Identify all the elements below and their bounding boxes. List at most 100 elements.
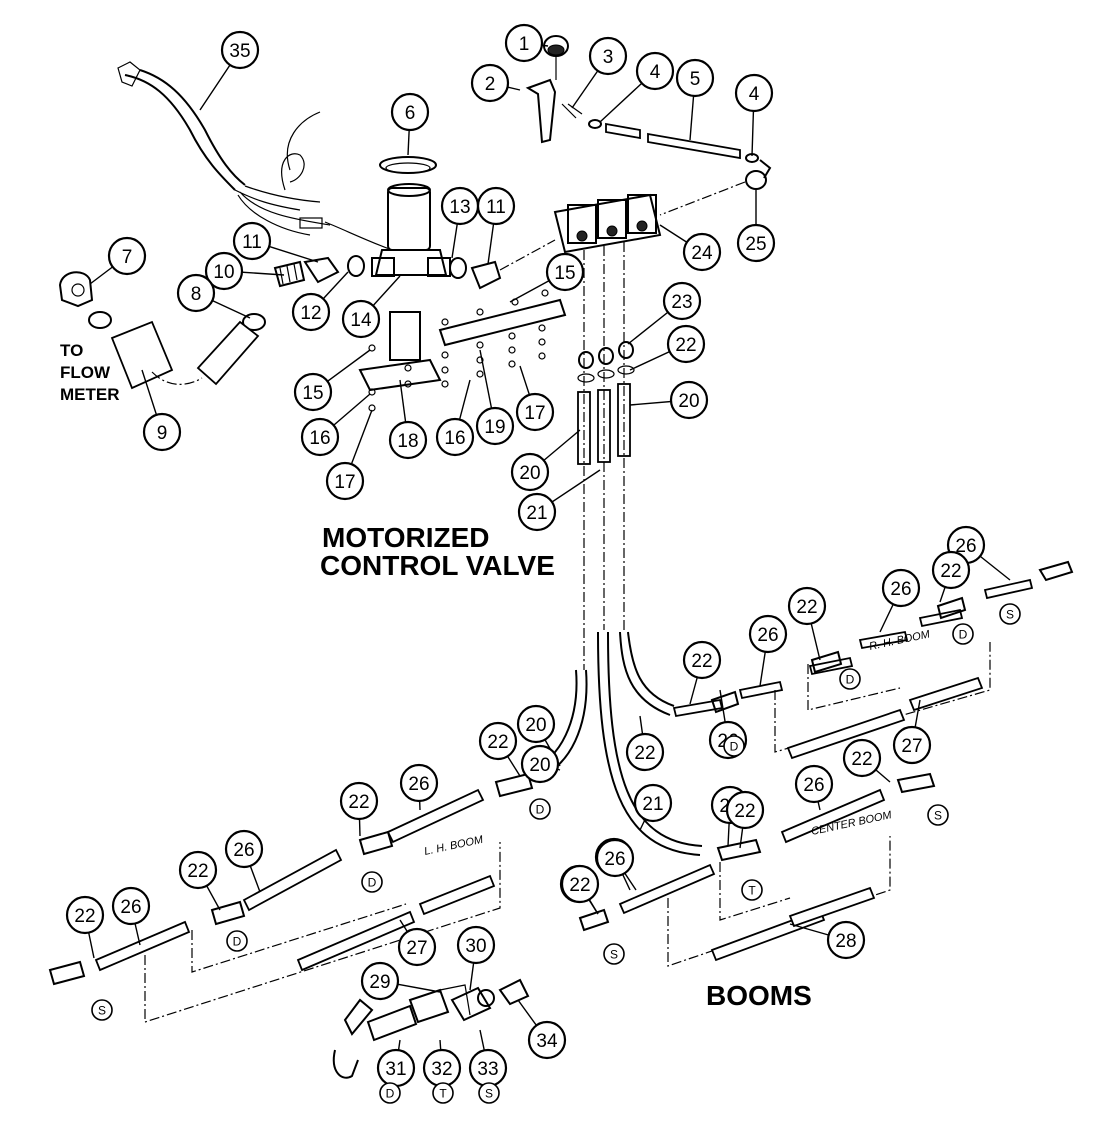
nozzle-marker-S: S (999, 603, 1021, 625)
callout-number: 16 (444, 428, 465, 449)
callout-7: 7 (89, 236, 147, 285)
callout-circle (892, 725, 932, 765)
callout-number: 15 (302, 383, 323, 404)
callout-18: 18 (388, 379, 428, 460)
callout-number: 15 (554, 263, 575, 284)
callout-27: 27 (397, 919, 437, 967)
callout-number: 9 (157, 423, 168, 444)
callout-16: 16 (435, 379, 475, 457)
marker-letter: D (959, 628, 968, 642)
callout-number: 4 (749, 84, 760, 105)
marker-circle (603, 943, 625, 965)
marker-letter: D (233, 935, 242, 949)
flow-meter-label: TO FLOW METER (60, 341, 120, 404)
callout-number: 22 (569, 875, 590, 896)
callout-26: 26 (879, 568, 921, 633)
callout-number: 6 (405, 103, 416, 124)
nozzle-marker-S: S (478, 1082, 500, 1104)
rh-boom-label: R. H. BOOM (868, 628, 932, 653)
callout-circle (293, 372, 333, 412)
callout-number: 26 (233, 840, 254, 861)
nozzle-marker-D: D (226, 930, 248, 952)
callout-circle (675, 58, 715, 98)
callout-16: 16 (300, 393, 371, 457)
nozzle-marker-D: D (952, 623, 974, 645)
callout-number: 24 (691, 243, 713, 264)
callout-number: 27 (901, 736, 922, 757)
callout-19: 19 (475, 349, 515, 446)
control-valve-title-line1: MOTORIZED (322, 522, 489, 553)
callout-circle (736, 223, 776, 263)
callout-circle (588, 36, 628, 76)
marker-circle (529, 798, 551, 820)
callout-15: 15 (509, 252, 585, 303)
callout-circle (504, 23, 544, 63)
callout-21: 21 (633, 783, 673, 831)
callout-number: 10 (213, 262, 234, 283)
callout-number: 34 (536, 1031, 558, 1052)
callout-23: 23 (627, 281, 702, 345)
callout-20: 20 (629, 380, 709, 420)
marker-letter: S (485, 1087, 493, 1101)
nozzle-marker-D: D (723, 735, 745, 757)
callout-3: 3 (571, 36, 628, 109)
callout-6: 6 (390, 92, 430, 156)
callout-28: 28 (789, 920, 866, 960)
callout-24: 24 (659, 224, 722, 272)
marker-letter: D (536, 803, 545, 817)
callout-number: 26 (757, 625, 778, 646)
callout-27: 27 (892, 699, 932, 765)
callout-number: 26 (120, 897, 141, 918)
callout-22: 22 (842, 738, 891, 783)
callout-circle (662, 281, 702, 321)
callout-22: 22 (560, 864, 600, 915)
callout-35: 35 (199, 30, 260, 111)
callout-circle (475, 406, 515, 446)
nozzle-body-detail (332, 978, 530, 1079)
callout-number: 21 (642, 794, 663, 815)
callout-4: 4 (734, 73, 774, 157)
callout-circle (510, 452, 550, 492)
callout-circle (478, 721, 518, 761)
nozzle-marker-S: S (927, 804, 949, 826)
callout-11: 11 (232, 221, 319, 263)
lh-boom-label: L. H. BOOM (423, 834, 485, 858)
callout-circle (325, 461, 365, 501)
callout-number: 22 (487, 732, 508, 753)
marker-letter: T (439, 1087, 447, 1101)
marker-letter: D (730, 740, 739, 754)
nozzle-marker-S: S (91, 999, 113, 1021)
callout-number: 22 (187, 861, 208, 882)
callout-number: 28 (835, 931, 856, 952)
callout-circle (725, 790, 765, 830)
marker-circle (379, 1082, 401, 1104)
marker-circle (478, 1082, 500, 1104)
flow-meter-label-line3: METER (60, 385, 120, 404)
marker-circle (226, 930, 248, 952)
callout-circle (220, 30, 260, 70)
nozzle-marker-D: D (839, 668, 861, 690)
callout-number: 22 (734, 801, 755, 822)
callout-circle (517, 492, 557, 532)
callout-1: 1 (504, 23, 549, 63)
callout-circle (339, 781, 379, 821)
callout-number: 22 (940, 561, 961, 582)
marker-letter: D (846, 673, 855, 687)
nozzle-marker-T: T (432, 1082, 454, 1104)
control-valve-title-line2: CONTROL VALVE (320, 550, 555, 581)
callout-12: 12 (291, 271, 349, 332)
callout-number: 22 (851, 749, 872, 770)
flow-meter-label-line1: TO (60, 341, 83, 360)
callout-number: 27 (406, 938, 427, 959)
callout-circle (666, 324, 706, 364)
callout-circle (390, 92, 430, 132)
callout-circle (826, 920, 866, 960)
callout-number: 20 (525, 715, 546, 736)
callout-26: 26 (399, 763, 439, 811)
callout-number: 25 (745, 234, 766, 255)
marker-circle (432, 1082, 454, 1104)
callout-circle (111, 886, 151, 926)
callout-circle (595, 838, 635, 878)
callout-circle (397, 927, 437, 967)
